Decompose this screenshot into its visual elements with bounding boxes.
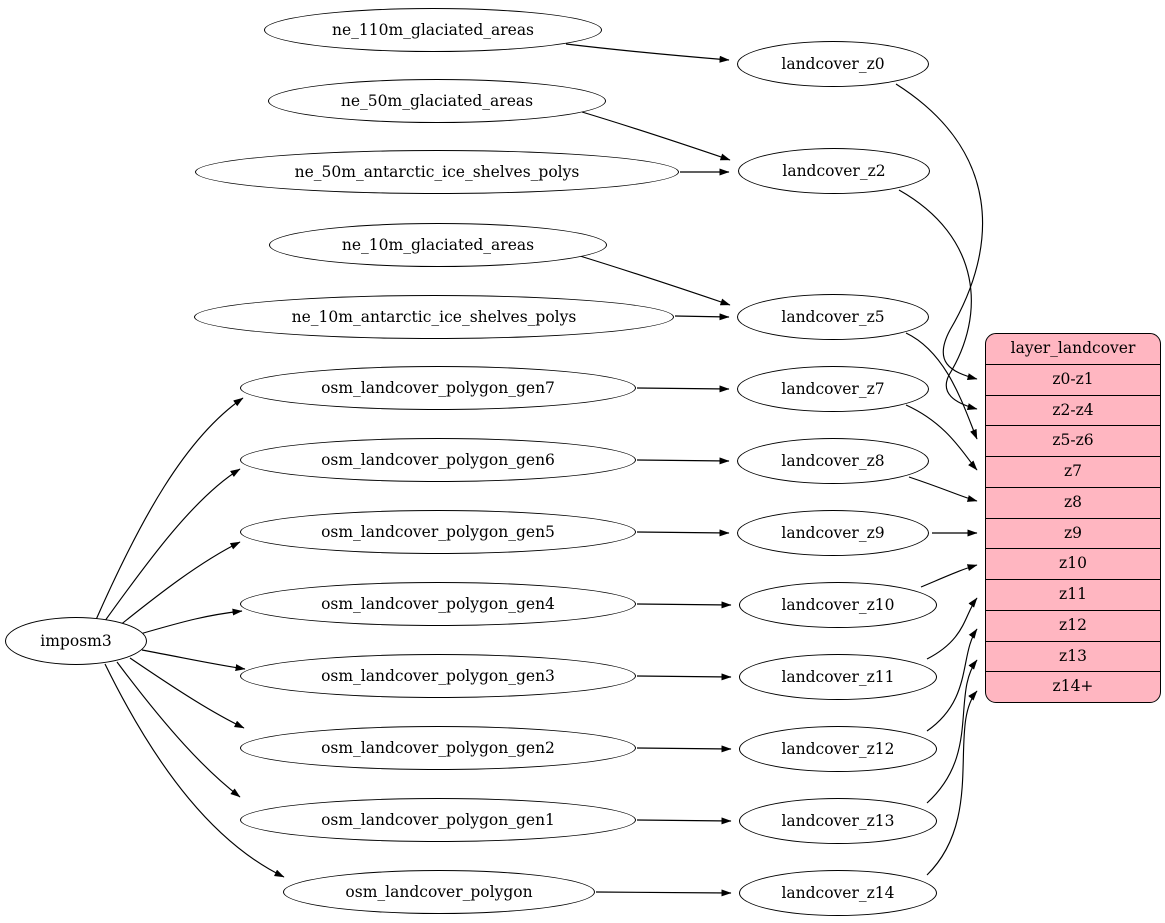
graph-node-landcover_z14: landcover_z14	[739, 870, 937, 916]
graph-node-osm_landcover_polygon_gen4: osm_landcover_polygon_gen4	[240, 582, 636, 626]
edge-osm_landcover_polygon_gen7-to-landcover_z7	[636, 385, 730, 393]
edge-osm_landcover_polygon_gen2-to-landcover_z12	[636, 745, 732, 753]
record-row-z12: z12	[986, 609, 1160, 641]
graph-node-landcover_z7: landcover_z7	[737, 366, 929, 412]
record-row-z5-z6: z5-z6	[986, 425, 1160, 456]
graph-node-osm_landcover_polygon: osm_landcover_polygon	[283, 870, 595, 914]
edge-imposm3-to-osm_landcover_polygon_gen6	[101, 468, 241, 626]
edge-imposm3-to-osm_landcover_polygon_gen1	[116, 661, 241, 798]
edge-osm_landcover_polygon_gen3-to-landcover_z11	[636, 673, 732, 681]
graph-node-ne_10m_antarctic_ice_shelves_polys: ne_10m_antarctic_ice_shelves_polys	[194, 295, 674, 339]
edge-ne_110m_glaciated_areas-to-landcover_z0	[565, 43, 730, 63]
record-row-z11: z11	[986, 579, 1160, 610]
edge-ne_50m_glaciated_areas-to-landcover_z2	[581, 111, 731, 161]
graph-node-osm_landcover_polygon_gen7: osm_landcover_polygon_gen7	[240, 366, 636, 410]
record-row-z10: z10	[986, 548, 1160, 579]
graph-node-ne_50m_glaciated_areas: ne_50m_glaciated_areas	[268, 79, 606, 123]
graph-node-landcover_z2: landcover_z2	[738, 148, 930, 194]
edge-imposm3-to-osm_landcover_polygon_gen3	[141, 649, 246, 672]
edge-landcover_z8-to-layer_landcover.z8	[908, 476, 978, 502]
edge-ne_10m_antarctic_ice_shelves_polys-to-landcover_z5	[674, 313, 730, 321]
graph-node-landcover_z11: landcover_z11	[739, 654, 937, 700]
graph-node-ne_10m_glaciated_areas: ne_10m_glaciated_areas	[269, 223, 607, 267]
edge-imposm3-to-osm_landcover_polygon_gen5	[113, 541, 241, 631]
graph-node-landcover_z8: landcover_z8	[737, 438, 929, 484]
record-row-z7: z7	[986, 456, 1160, 487]
graph-node-landcover_z9: landcover_z9	[737, 510, 929, 556]
graph-node-landcover_z0: landcover_z0	[737, 41, 929, 87]
edge-imposm3-to-osm_landcover_polygon_gen7	[94, 397, 244, 623]
graph-node-landcover_z13: landcover_z13	[739, 798, 937, 844]
edge-imposm3-to-osm_landcover_polygon_gen4	[139, 608, 243, 635]
edge-landcover_z12-to-layer_landcover.z12	[926, 628, 978, 732]
record-row-z8: z8	[986, 486, 1160, 518]
edge-landcover_z7-to-layer_landcover.z7	[905, 404, 978, 471]
edge-imposm3-to-osm_landcover_polygon	[104, 663, 285, 878]
graph-node-osm_landcover_polygon_gen2: osm_landcover_polygon_gen2	[240, 726, 636, 770]
edge-landcover_z13-to-layer_landcover.z13	[926, 659, 978, 804]
graph-node-osm_landcover_polygon_gen6: osm_landcover_polygon_gen6	[240, 438, 636, 482]
graph-node-ne_50m_antarctic_ice_shelves_polys: ne_50m_antarctic_ice_shelves_polys	[195, 150, 679, 194]
graph-node-osm_landcover_polygon_gen5: osm_landcover_polygon_gen5	[240, 510, 636, 554]
edge-ne_10m_glaciated_areas-to-landcover_z5	[579, 255, 731, 306]
edge-landcover_z2-to-layer_landcover.z2-z4	[898, 189, 978, 410]
record-title: layer_landcover	[1010, 339, 1136, 358]
graph-node-landcover_z10: landcover_z10	[739, 582, 937, 628]
record-row-z2-z4: z2-z4	[986, 394, 1160, 426]
edge-landcover_z10-to-layer_landcover.z10	[920, 564, 978, 588]
record-row-z14+: z14+	[986, 671, 1160, 702]
graph-node-landcover_z12: landcover_z12	[739, 726, 937, 772]
edge-osm_landcover_polygon_gen1-to-landcover_z13	[636, 817, 732, 825]
edge-landcover_z14-to-layer_landcover.z14+	[926, 690, 978, 876]
graph-node-imposm3: imposm3	[5, 617, 147, 665]
edge-landcover_z11-to-layer_landcover.z11	[926, 597, 978, 660]
record-row-z9: z9	[986, 517, 1160, 549]
graph-node-landcover_z5: landcover_z5	[737, 294, 929, 340]
edge-osm_landcover_polygon_gen5-to-landcover_z9	[636, 529, 730, 537]
edge-landcover_z5-to-layer_landcover.z5-z6	[905, 332, 978, 440]
edge-imposm3-to-osm_landcover_polygon_gen2	[129, 657, 245, 729]
edge-osm_landcover_polygon_gen4-to-landcover_z10	[636, 601, 732, 609]
graph-node-osm_landcover_polygon_gen1: osm_landcover_polygon_gen1	[240, 798, 636, 842]
graph-node-ne_110m_glaciated_areas: ne_110m_glaciated_areas	[264, 8, 602, 52]
edge-osm_landcover_polygon_gen6-to-landcover_z8	[636, 457, 730, 465]
graph-node-osm_landcover_polygon_gen3: osm_landcover_polygon_gen3	[240, 654, 636, 698]
record-row-z13: z13	[986, 640, 1160, 672]
edge-osm_landcover_polygon-to-landcover_z14	[595, 889, 732, 897]
record-row-z0-z1: z0-z1	[986, 363, 1160, 395]
